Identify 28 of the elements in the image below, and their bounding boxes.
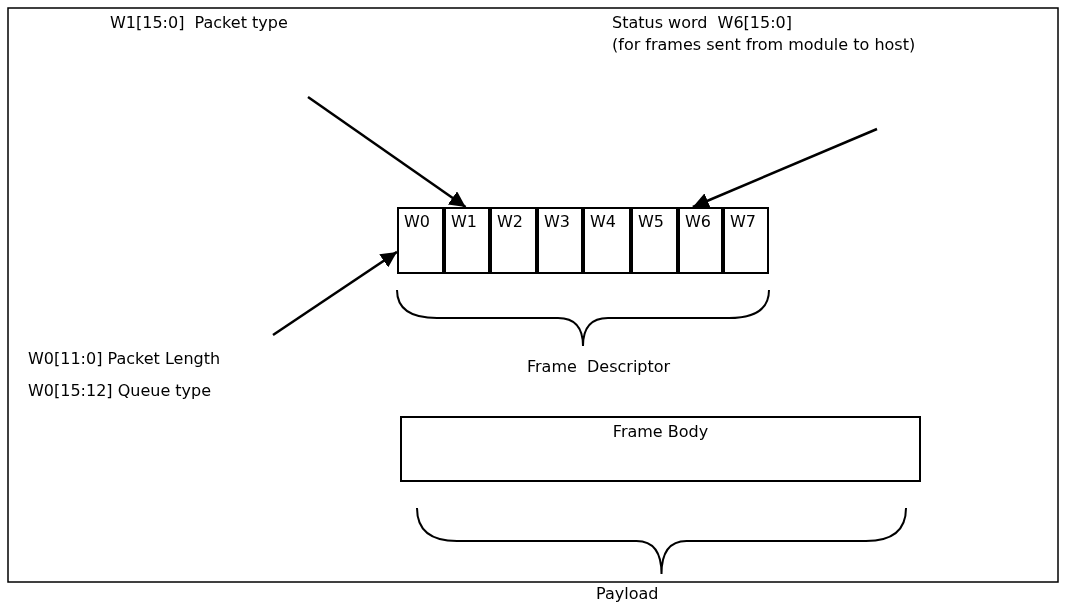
- cell-label: W5: [638, 212, 664, 231]
- brace-label: Frame Descriptor: [527, 357, 671, 377]
- arrow: [307, 95, 467, 209]
- arrow: [272, 250, 398, 337]
- cell-label: W7: [730, 212, 756, 231]
- cell-label: W0: [404, 212, 430, 231]
- field-description: W0[11:0] Packet Length: [28, 349, 221, 369]
- word-cell: [678, 207, 723, 274]
- field-description: Status word W6[15:0]: [612, 13, 792, 33]
- word-cell: [397, 207, 444, 274]
- brace-label: Payload: [596, 584, 659, 604]
- cell-label: W1: [451, 212, 477, 231]
- field-description: W0[15:12] Queue type: [28, 381, 212, 401]
- cell-label: W2: [497, 212, 523, 231]
- word-cell: [444, 207, 490, 274]
- cell-label: Frame Body: [612, 422, 709, 441]
- word-cell: [723, 207, 769, 274]
- word-cell: [537, 207, 583, 274]
- arrow: [692, 127, 878, 209]
- field-description: W1[15:0] Packet type: [110, 13, 288, 33]
- cell-label: W6: [685, 212, 711, 231]
- word-cell: [583, 207, 631, 274]
- frame-body-box: [400, 416, 921, 482]
- cell-label: W3: [544, 212, 570, 231]
- note-text: (for frames sent from module to host): [612, 35, 916, 55]
- word-cell: [490, 207, 537, 274]
- word-cell: [631, 207, 678, 274]
- cell-label: W4: [590, 212, 616, 231]
